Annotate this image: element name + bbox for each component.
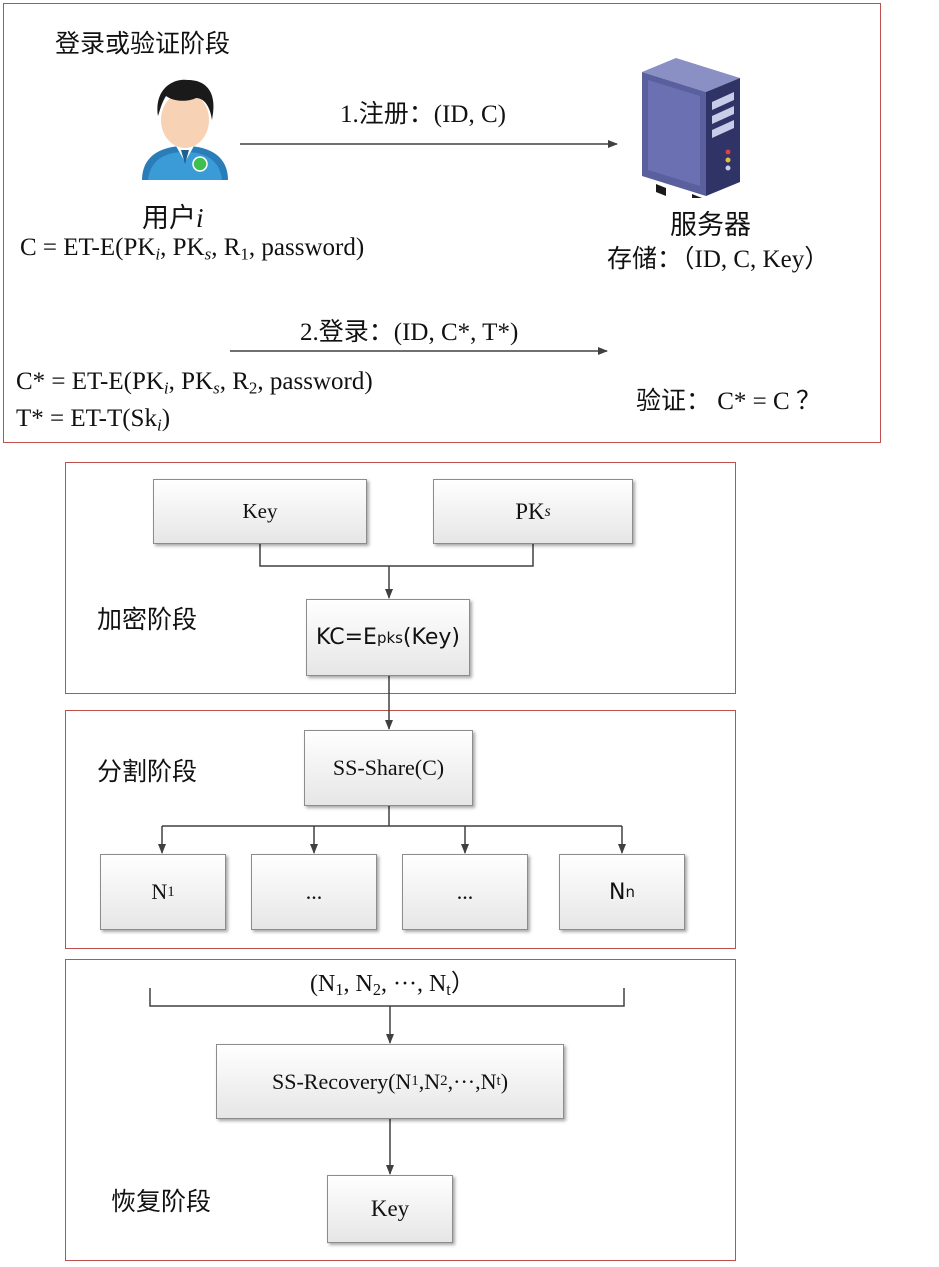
user-avatar-icon bbox=[142, 79, 228, 180]
register-label: 1.注册：(ID, C) bbox=[340, 101, 506, 128]
user-label: 用户i bbox=[142, 196, 204, 235]
node-box-ellipsis-1: ... bbox=[251, 854, 377, 930]
key-input-box: Key bbox=[153, 479, 367, 544]
cstar-formula: C* = ET-E(PKi, PKs, R2, password) bbox=[16, 368, 373, 398]
verify-label: 验证： C* = C ？ bbox=[636, 388, 821, 415]
ss-share-box: SS-Share(C) bbox=[304, 730, 473, 806]
login-phase-title: 登录或验证阶段 bbox=[55, 31, 231, 58]
key-to-kc-line bbox=[259, 544, 389, 567]
node-box-ellipsis-2: ... bbox=[402, 854, 528, 930]
recover-bracket bbox=[149, 988, 625, 1007]
split-phase-title: 分割阶段 bbox=[97, 759, 198, 786]
split-phase-panel bbox=[65, 710, 736, 949]
recover-tuple-label: (N1, N2, ···, Nt） bbox=[310, 971, 475, 1000]
recover-phase-title: 恢复阶段 bbox=[111, 1189, 212, 1216]
login-phase-panel bbox=[3, 3, 881, 443]
pks-to-kc-line bbox=[389, 544, 534, 567]
user-index-var: i bbox=[196, 203, 204, 233]
user-label-text: 用户 bbox=[142, 203, 196, 233]
login-label: 2.登录：(ID, C*, T*) bbox=[300, 319, 519, 346]
server-icon bbox=[642, 58, 740, 198]
encrypt-phase-title: 加密阶段 bbox=[97, 607, 198, 634]
recover-phase-panel bbox=[65, 959, 736, 1261]
server-label: 服务器 bbox=[670, 210, 751, 240]
server-store-label: 存储：（ID, C, Key） bbox=[607, 246, 830, 273]
recovered-key-box: Key bbox=[327, 1175, 453, 1243]
encrypt-phase-panel bbox=[65, 462, 736, 694]
c-formula: C = ET-E(PKi, PKs, R1, password) bbox=[20, 234, 365, 264]
tstar-formula: T* = ET-T(Ski) bbox=[16, 405, 171, 435]
